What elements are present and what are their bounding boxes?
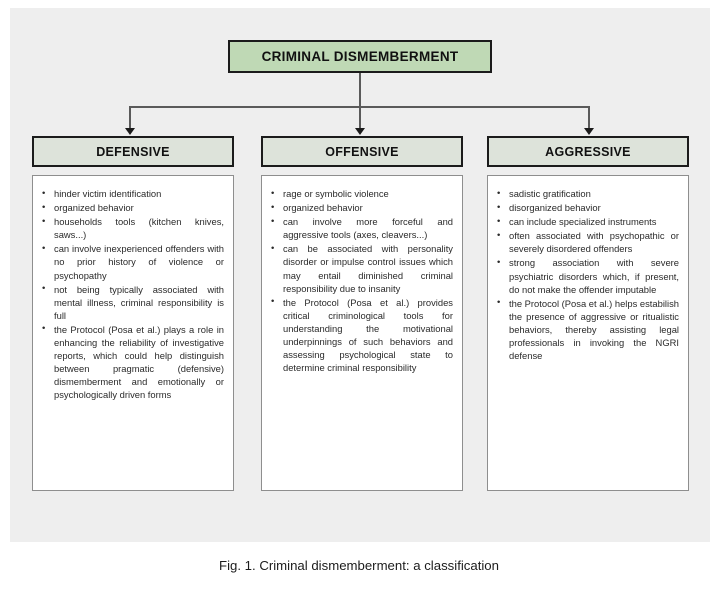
category-column-aggressive: AGGRESSIVE sadistic gratification disorg… xyxy=(487,136,689,491)
category-title-offensive: OFFENSIVE xyxy=(325,144,399,159)
list-item: rage or symbolic violence xyxy=(268,186,453,200)
list-item: organized behavior xyxy=(268,201,453,214)
list-item: can be associated with personality disor… xyxy=(268,242,453,294)
arrowhead-icon-aggressive xyxy=(584,128,594,135)
list-item: strong association with severe psychiatr… xyxy=(494,256,679,295)
category-header-offensive: OFFENSIVE xyxy=(261,136,463,167)
category-column-offensive: OFFENSIVE rage or symbolic violence orga… xyxy=(261,136,463,491)
list-item: not being typically associated with ment… xyxy=(39,282,224,322)
category-title-defensive: DEFENSIVE xyxy=(96,144,170,159)
connector-drop-defensive xyxy=(129,106,131,131)
category-body-aggressive: sadistic gratification disorganized beha… xyxy=(487,175,689,491)
connector-stem-vertical xyxy=(359,73,361,107)
list-item: the Protocol (Posa et al.) plays a role … xyxy=(39,322,224,402)
list-item: disorganized behavior xyxy=(494,201,679,214)
list-item: can involve more forceful and aggressive… xyxy=(268,215,453,241)
list-item: the Protocol (Posa et al.) provides crit… xyxy=(268,295,453,375)
bullet-list-defensive: hinder victim identification organized b… xyxy=(39,186,224,402)
list-item: can involve inexperienced offenders with… xyxy=(39,242,224,281)
root-node-label: CRIMINAL DISMEMBERMENT xyxy=(261,49,459,64)
category-body-offensive: rage or symbolic violence organized beha… xyxy=(261,175,463,491)
bullet-list-aggressive: sadistic gratification disorganized beha… xyxy=(494,186,679,362)
list-item: the Protocol (Posa et al.) helps estabil… xyxy=(494,296,679,362)
arrowhead-icon-offensive xyxy=(355,128,365,135)
list-item: hinder victim identification xyxy=(39,186,224,200)
connector-drop-aggressive xyxy=(588,106,590,131)
connector-drop-offensive xyxy=(359,106,361,131)
category-body-defensive: hinder victim identification organized b… xyxy=(32,175,234,491)
figure-caption: Fig. 1. Criminal dismemberment: a classi… xyxy=(219,558,499,573)
category-header-defensive: DEFENSIVE xyxy=(32,136,234,167)
category-title-aggressive: AGGRESSIVE xyxy=(545,144,631,159)
list-item: organized behavior xyxy=(39,201,224,214)
list-item: can include specialized instruments xyxy=(494,215,679,228)
arrowhead-icon-defensive xyxy=(125,128,135,135)
list-item: often associated with psychopathic or se… xyxy=(494,229,679,255)
category-header-aggressive: AGGRESSIVE xyxy=(487,136,689,167)
category-column-defensive: DEFENSIVE hinder victim identification o… xyxy=(32,136,234,491)
list-item: sadistic gratification xyxy=(494,186,679,200)
list-item: households tools (kitchen knives, saws..… xyxy=(39,215,224,241)
bullet-list-offensive: rage or symbolic violence organized beha… xyxy=(268,186,453,375)
root-node-criminal-dismemberment: CRIMINAL DISMEMBERMENT xyxy=(228,40,492,73)
